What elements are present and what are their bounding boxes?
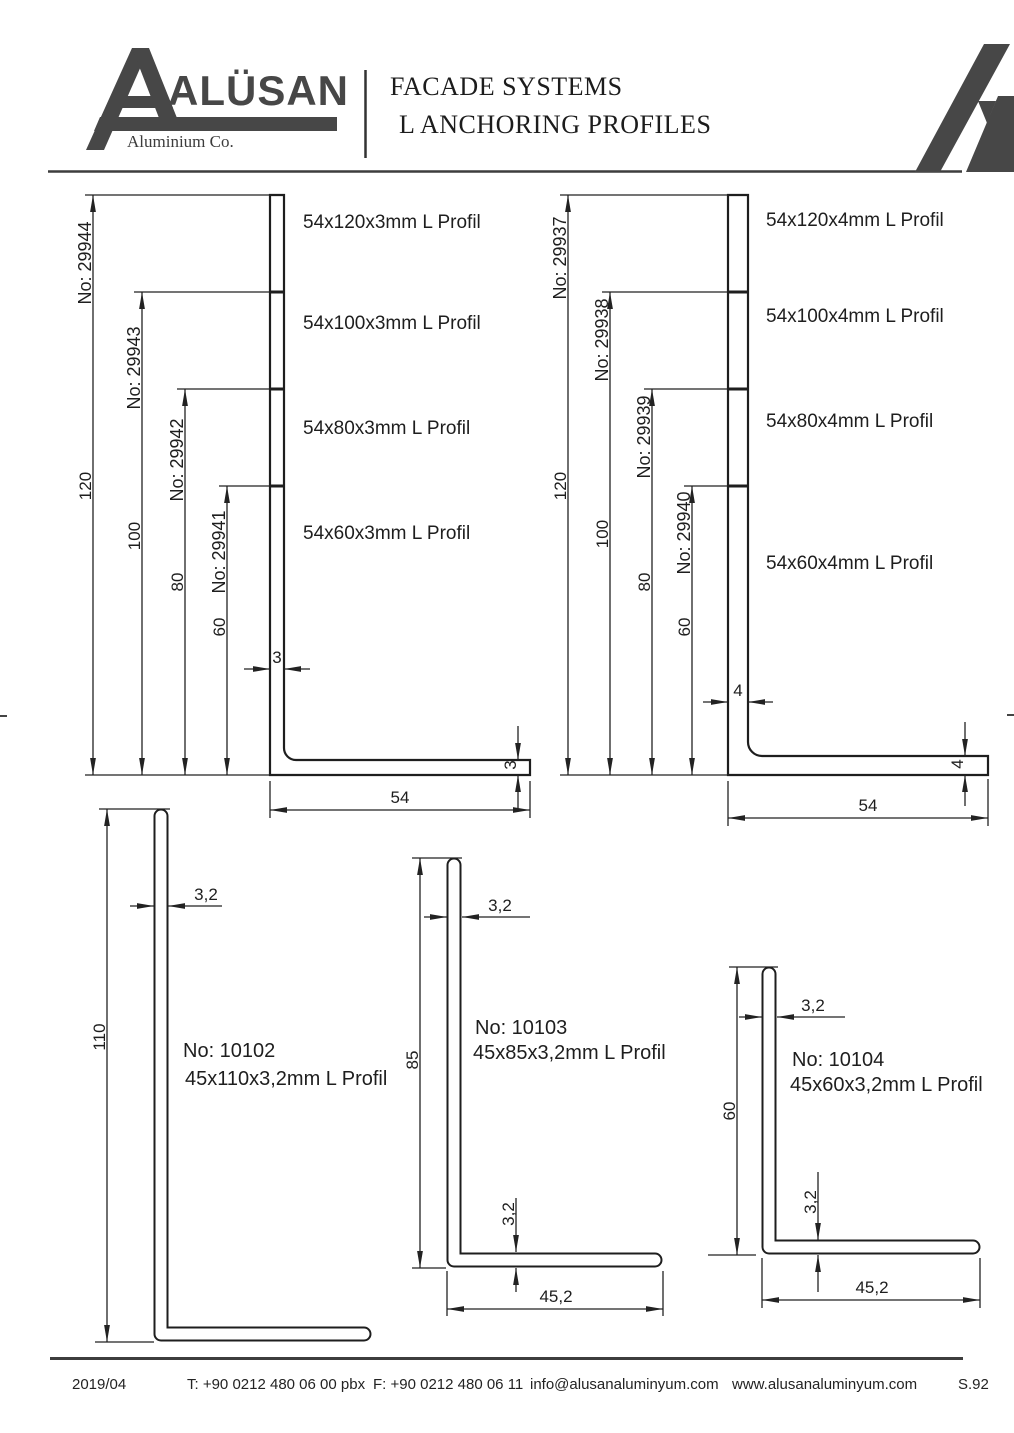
profile-number-label: No: 10102 (183, 1040, 275, 1062)
profile-number-label: No: 29944 (75, 221, 95, 304)
profile-number-label: No: 29938 (592, 298, 612, 381)
profile-number-label: No: 29943 (124, 326, 144, 409)
profile-size-label: 54x100x3mm L Profil (303, 313, 481, 334)
dim-label-60: 60 (675, 618, 694, 637)
profile-size-label: 54x120x3mm L Profil (303, 212, 481, 233)
profile-size-label: 54x60x3mm L Profil (303, 523, 470, 544)
width-label: 45,2 (855, 1278, 888, 1297)
footer-page-number: S.92 (958, 1376, 989, 1393)
profile-outline (268, 193, 532, 777)
profile-inner (155, 810, 370, 1340)
profile-number-label: No: 29940 (674, 491, 694, 574)
profile-number-label: No: 29937 (550, 216, 570, 299)
dim-label-100: 100 (593, 520, 612, 548)
profile-inner (763, 968, 979, 1253)
logo-wordmark: ALÜSAN (168, 67, 349, 114)
thickness-label: 4 (733, 681, 742, 700)
corner-a-right-leg (966, 96, 1014, 172)
width-label: 45,2 (539, 1287, 572, 1306)
profile-number-label: No: 29942 (167, 418, 187, 501)
footer: 2019/04 T: +90 0212 480 06 00 pbx F: +90… (50, 1357, 989, 1393)
profile-number-label: No: 10104 (792, 1049, 884, 1071)
corner-a-crossbar-tip (978, 101, 996, 123)
thickness-label: 3,2 (801, 1190, 820, 1214)
footer-email: info@alusanaluminyum.com (530, 1376, 719, 1393)
dim-label-100: 100 (125, 522, 144, 550)
profile-outline (726, 193, 990, 777)
profile-size-label: 54x120x4mm L Profil (766, 210, 944, 231)
thickness-label: 3,2 (194, 885, 218, 904)
profile-number-label: No: 10103 (475, 1017, 567, 1039)
profile-outline (761, 966, 981, 1255)
footer-fax: F: +90 0212 480 06 11 (373, 1376, 523, 1393)
logo-company-label: Aluminium Co. (127, 132, 234, 151)
thickness-label: 4 (948, 759, 967, 768)
dim-label-120: 120 (76, 472, 95, 500)
profile-number-label: No: 29939 (634, 395, 654, 478)
profile-size-label: 45x110x3,2mm L Profil (185, 1068, 387, 1090)
logo-underline-bar (94, 117, 337, 131)
profile-size-label: 45x85x3,2mm L Profil (473, 1042, 666, 1064)
thickness-label: 3 (272, 648, 281, 667)
drawing-10103: 85 3,2 3,2 45,2 No: 10103 45x85x3,2mm L … (403, 857, 666, 1316)
dim-label-85: 85 (403, 1051, 422, 1070)
thickness-label: 3,2 (801, 996, 825, 1015)
profile-number-label: No: 29941 (209, 510, 229, 593)
dim-label-60: 60 (720, 1102, 739, 1121)
thickness-label: 3,2 (499, 1202, 518, 1226)
width-label: 54 (391, 788, 410, 807)
footer-website: www.alusanaluminyum.com (731, 1376, 917, 1393)
footer-date: 2019/04 (72, 1376, 126, 1393)
profile-size-label: 54x100x4mm L Profil (766, 306, 944, 327)
profile-size-label: 54x60x4mm L Profil (766, 553, 933, 574)
drawing-54x4mm: No: 29937 No: 29938 No: 29939 No: 29940 … (550, 193, 990, 826)
header: ALÜSAN Aluminium Co. FACADE SYSTEMS L AN… (48, 44, 1014, 173)
corner-logo-glyph (915, 44, 1014, 172)
dim-label-80: 80 (635, 573, 654, 592)
footer-phone: T: +90 0212 480 06 00 pbx (187, 1376, 366, 1393)
profile-size-label: 45x60x3,2mm L Profil (790, 1074, 983, 1096)
dim-label-80: 80 (168, 573, 187, 592)
company-logo: ALÜSAN Aluminium Co. (86, 48, 349, 151)
thickness-label: 3,2 (488, 896, 512, 915)
profile-size-label: 54x80x3mm L Profil (303, 418, 470, 439)
dim-label-120: 120 (551, 472, 570, 500)
page-subtitle: L ANCHORING PROFILES (399, 110, 711, 139)
dim-label-60: 60 (210, 618, 229, 637)
logo-a-crossbar (122, 96, 173, 108)
width-label: 54 (859, 796, 878, 815)
profile-inner (448, 859, 661, 1266)
page-title: FACADE SYSTEMS (390, 72, 623, 101)
profile-size-label: 54x80x4mm L Profil (766, 411, 933, 432)
thickness-label: 3 (501, 760, 520, 769)
dim-label-110: 110 (90, 1023, 109, 1050)
drawing-10102: 110 3,2 No: 10102 45x110x3,2mm L Profil (90, 808, 387, 1343)
drawing-54x3mm: No: 29944 No: 29943 No: 29942 No: 29941 … (75, 193, 532, 818)
drawing-10104: 60 3,2 3,2 45,2 No: 10104 45x60x3,2mm L … (708, 966, 983, 1308)
corner-a-diagonal (915, 44, 1010, 172)
